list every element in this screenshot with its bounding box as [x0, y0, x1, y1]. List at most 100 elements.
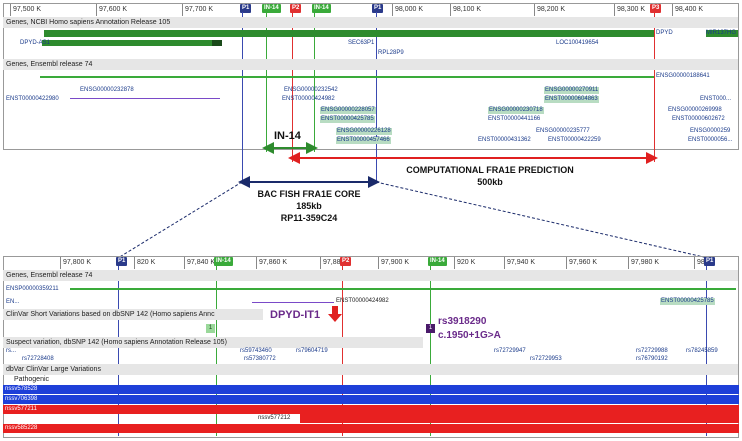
in14-marker[interactable]: IN-14 [312, 4, 331, 13]
bac-annotation: BAC FISH FRA1E CORE 185kb RP11-359C24 [240, 188, 378, 224]
rs-label: rs... [6, 348, 16, 354]
variation-label: nssv577212 [258, 415, 291, 421]
clinvar-track-header: ClinVar Short Variations based on dbSNP … [3, 309, 263, 320]
computational-annotation: COMPUTATIONAL FRA1E PREDICTION 500kb [400, 164, 580, 188]
gene-label: LOC100419654 [556, 40, 599, 46]
bac-clone: RP11-359C24 [280, 213, 338, 223]
bottom-ruler-tick: 97,840 K [184, 257, 215, 269]
ensembl-transcript[interactable] [70, 98, 220, 99]
p1-line [242, 12, 243, 182]
ensembl-label: ENSG00000235777 [536, 128, 590, 134]
p2-marker[interactable]: P2 [340, 257, 352, 266]
suspect-track-header: Suspect variation, dbSNP 142 (Homo sapie… [3, 337, 423, 348]
p1-marker[interactable]: P1 [704, 257, 716, 266]
top-ruler-tick: 98,300 K [614, 4, 645, 16]
in14-line [314, 12, 315, 152]
p1-marker[interactable]: P1 [372, 4, 384, 13]
ensembl-label: ENSG00000269998 [668, 107, 722, 113]
rs-label: rs72729953 [530, 356, 562, 362]
top-ruler-tick: 98,100 K [450, 4, 481, 16]
in14-marker[interactable]: IN-14 [214, 257, 233, 266]
ensembl-label: ENST00000602672 [672, 116, 725, 122]
in14-line [216, 266, 217, 436]
in14-marker[interactable]: IN-14 [428, 257, 447, 266]
top-ruler-tick: 97,600 K [96, 4, 127, 16]
rs-label: rs59743460 [240, 348, 272, 354]
p2-marker[interactable]: P2 [290, 4, 302, 13]
top-ruler: 97,500 K 97,600 K 97,700 K 98,000 K 98,1… [4, 4, 738, 16]
p3-line [654, 12, 655, 162]
ensembl-label: ENSP00000359211 [6, 286, 59, 292]
rs-label: rs72728408 [22, 356, 54, 362]
dpyd-as1-gene-bar[interactable] [42, 40, 222, 46]
variation-label: nssv578528 [5, 386, 38, 392]
variation-label: nssv577211 [5, 406, 37, 412]
rs-label: rs57380772 [244, 356, 276, 362]
ensembl-label: ENSG00000228057 [320, 107, 376, 114]
ensembl-gene-line[interactable] [70, 288, 736, 290]
ensembl-label: ENST00000457466 [336, 137, 391, 144]
clinvar-badge[interactable]: 1 [426, 324, 435, 333]
computational-size: 500kb [477, 177, 503, 187]
p3-marker[interactable]: P3 [650, 4, 662, 13]
bac-title: BAC FISH FRA1E CORE [257, 189, 361, 199]
dpyd-gene-bar[interactable] [44, 30, 654, 37]
dpyd-it1-transcript[interactable] [252, 302, 334, 303]
rs-label: rs79604719 [296, 348, 328, 354]
top-ruler-tick: 97,700 K [182, 4, 213, 16]
dpyd-it1-arrow-icon [328, 306, 342, 322]
ensembl-label: ENST00000431362 [478, 137, 531, 143]
ensembl-label: ENSG0000259 [690, 128, 731, 134]
variation-bar[interactable] [3, 385, 739, 394]
top-ruler-tick: 97,500 K [10, 4, 41, 16]
gene-label: MIR137HG [706, 30, 737, 36]
ensembl-label: ENST00000422980 [6, 96, 59, 102]
dpyd-as1-end [212, 40, 222, 46]
bottom-ruler-tick: 97,800 K [60, 257, 91, 269]
gene-label: DPYD [656, 30, 673, 36]
computational-title: COMPUTATIONAL FRA1E PREDICTION [406, 165, 574, 175]
ncbi-track-header: Genes, NCBI Homo sapiens Annotation Rele… [3, 17, 738, 28]
bottom-ruler-tick: 97,880 K [320, 257, 351, 269]
bottom-ruler-tick: 97,860 K [256, 257, 287, 269]
ensembl-label: ENST00000441166 [488, 116, 541, 122]
p1-marker[interactable]: P1 [116, 257, 128, 266]
ensembl-label: ENSG00000226128 [336, 128, 392, 135]
ensembl-label: ENSG00000270911 [544, 87, 600, 94]
ensembl-track-header: Genes, Ensembl release 74 [3, 59, 738, 70]
variation-bar[interactable] [300, 414, 739, 423]
bottom-ruler-tick: 97,960 K [566, 257, 597, 269]
ensembl-label: ENSG00000232878 [80, 87, 134, 93]
ensembl-track-header: Genes, Ensembl release 74 [3, 270, 738, 281]
variation-bar[interactable] [3, 395, 739, 404]
bottom-ruler-tick: 97,900 K [378, 257, 409, 269]
top-panel [3, 3, 739, 150]
in14-marker[interactable]: IN-14 [262, 4, 281, 13]
in14-line [266, 12, 267, 152]
bottom-ruler-tick: 98, [694, 257, 707, 269]
clinvar-badge[interactable]: 1 [206, 324, 215, 333]
p1-line [376, 12, 377, 182]
p1-line [706, 266, 707, 436]
ensembl-label: ENST00000422259 [548, 137, 601, 143]
bottom-ruler-tick: 920 K [454, 257, 475, 269]
bottom-ruler-tick: 97,940 K [504, 257, 535, 269]
top-ruler-tick: 98,200 K [534, 4, 565, 16]
ensembl-gene-line[interactable] [40, 76, 654, 78]
bottom-ruler-tick: 97,980 K [628, 257, 659, 269]
ensembl-label: ENST00000604863 [544, 96, 599, 103]
mir137hg-gene-bar[interactable] [706, 30, 738, 37]
p2-line [342, 266, 343, 436]
top-ruler-tick: 98,400 K [672, 4, 703, 16]
gene-label: RPL28P9 [378, 50, 404, 56]
zoom-guide-left [117, 181, 243, 259]
rs-label: rs72729947 [494, 348, 526, 354]
bottom-ruler-tick: 820 K [134, 257, 155, 269]
rs3918290-label: rs3918290 [438, 316, 487, 327]
p1-marker[interactable]: P1 [240, 4, 252, 13]
gene-label: DPYD-AS1 [20, 40, 51, 46]
variation-bar[interactable] [3, 405, 739, 414]
ensembl-label: ENST00000424982 [336, 298, 389, 304]
variation-bar[interactable] [3, 424, 739, 433]
